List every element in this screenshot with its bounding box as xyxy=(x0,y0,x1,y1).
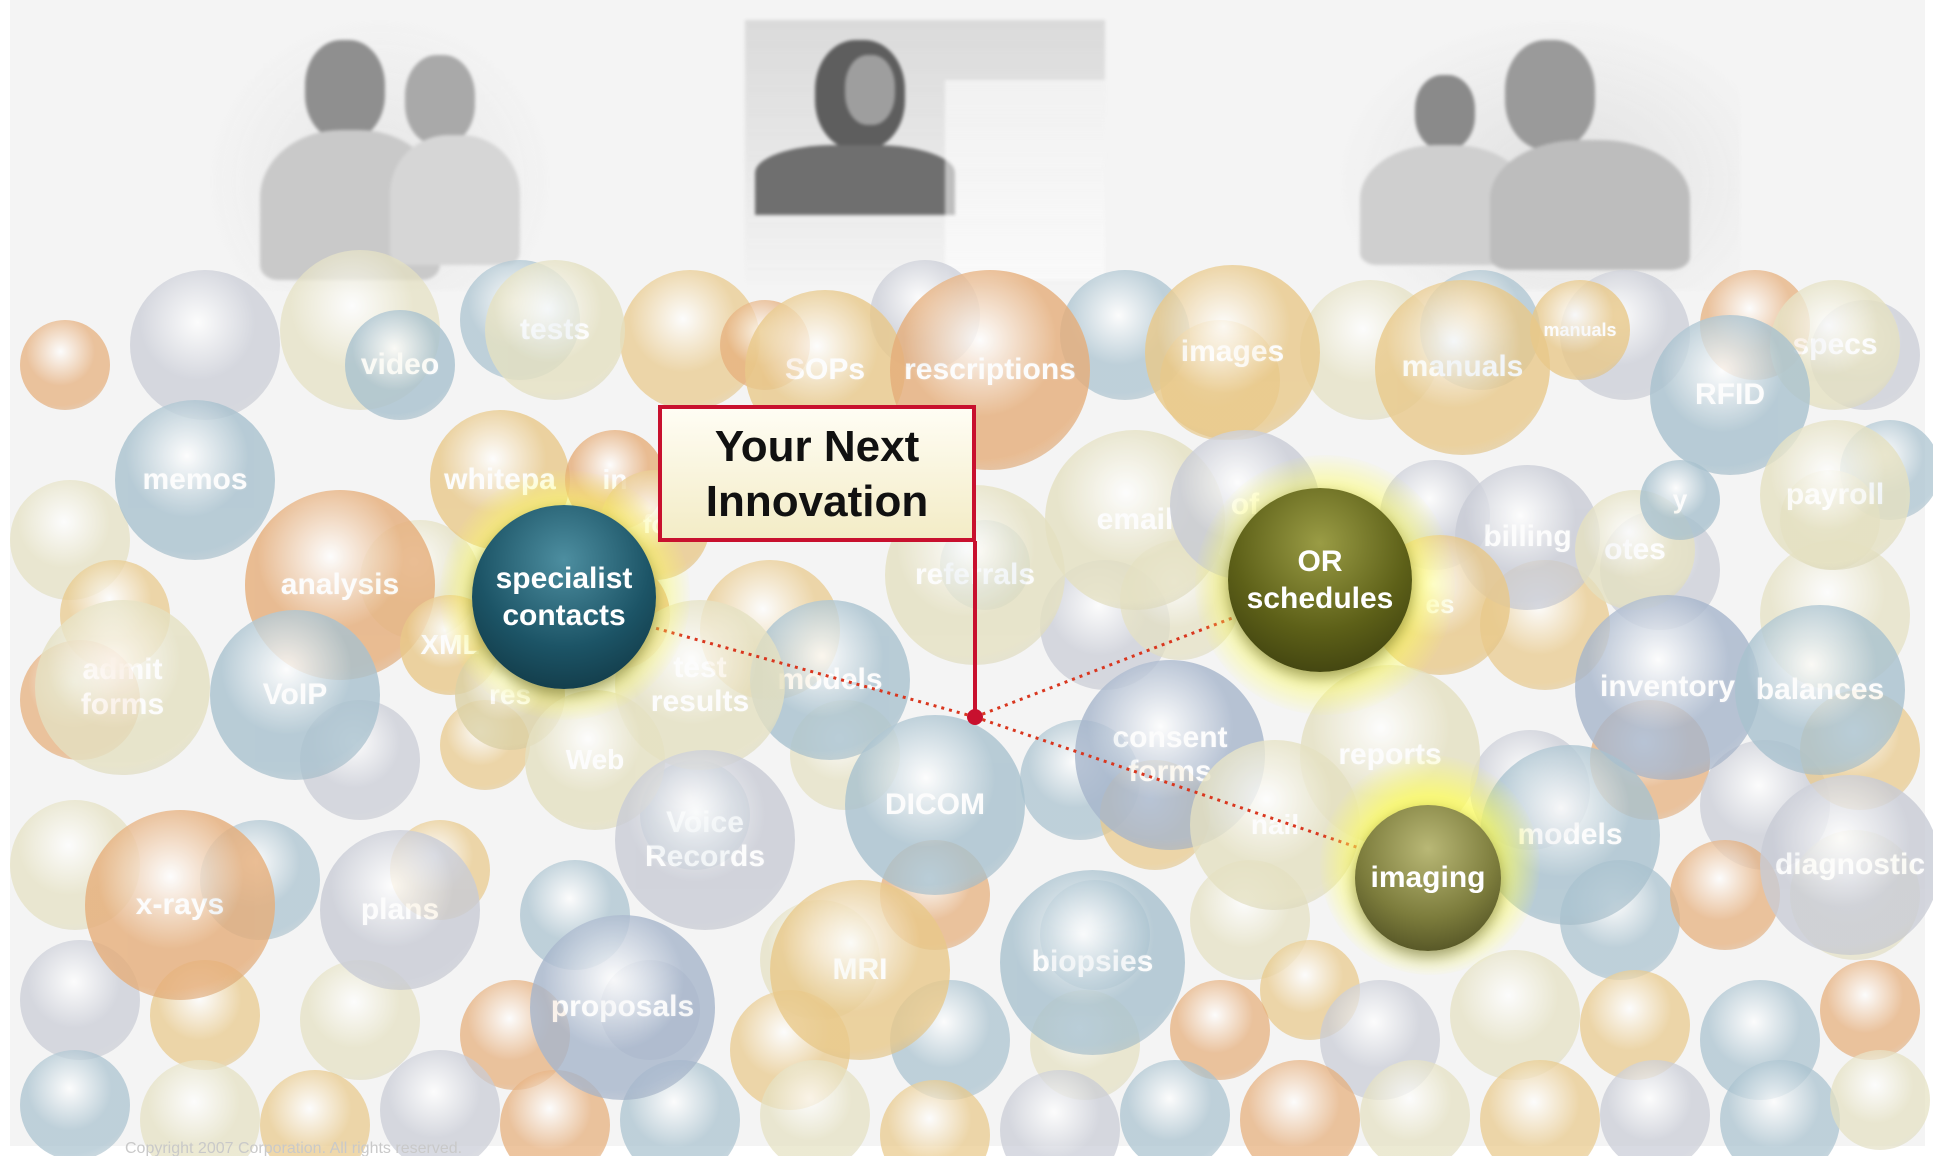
bubble-label: manuals xyxy=(1543,319,1617,340)
bubble-label: test results xyxy=(650,650,750,719)
bubble-labeled-1: tests xyxy=(485,260,625,400)
bubble-labeled-4: images xyxy=(1145,265,1320,440)
imaging-label: imaging xyxy=(1370,861,1486,895)
bubble-71 xyxy=(1240,1060,1360,1156)
bubble-61 xyxy=(20,1050,130,1156)
bubble-label: inventory xyxy=(1599,670,1736,704)
callout-title: Your Next Innovation xyxy=(705,421,929,526)
photo-center-woman xyxy=(745,20,1105,290)
bubble-labeled-9: memos xyxy=(115,400,275,560)
bubble-label: billing xyxy=(1483,520,1572,554)
bubble-label: MRI xyxy=(832,952,888,986)
bubble-67 xyxy=(760,1060,870,1156)
bubble-0 xyxy=(20,320,110,410)
bubble-70 xyxy=(1120,1060,1230,1156)
bubble-63 xyxy=(260,1070,370,1156)
or-schedules-label: OR schedules xyxy=(1246,544,1394,616)
connector-hub-dot xyxy=(967,709,983,725)
specialist-contacts-bubble[interactable]: specialist contacts xyxy=(472,505,656,689)
bubble-label: tests xyxy=(519,312,591,346)
bubble-labeled-39: MRI xyxy=(770,880,950,1060)
bubble-labeled-36: diagnostic xyxy=(1760,775,1933,955)
bubble-label: Web xyxy=(565,743,625,775)
bubble-label: biopsies xyxy=(1031,945,1154,979)
copyright-text: Copyright 2007 Corporation. All rights r… xyxy=(125,1140,463,1156)
bubble-labeled-5: manuals xyxy=(1375,280,1550,455)
specialist-contacts-label: specialist contacts xyxy=(495,561,633,633)
bubble-label: admit forms xyxy=(80,653,165,721)
bubble-label: diagnostic xyxy=(1774,847,1925,881)
bubble-labeled-0: video xyxy=(345,310,455,420)
photo-left-people xyxy=(210,20,550,290)
bubble-labeled-42: y xyxy=(1640,460,1720,540)
bubble-labeled-35: Voice Records xyxy=(615,750,795,930)
bubble-64 xyxy=(380,1050,500,1156)
bubble-1 xyxy=(130,270,280,420)
bubble-57 xyxy=(1450,950,1580,1080)
bubble-69 xyxy=(1000,1070,1120,1156)
bubble-label: memos xyxy=(142,462,248,496)
bubble-60 xyxy=(1820,960,1920,1060)
bubble-label: x-rays xyxy=(135,887,225,921)
imaging-bubble[interactable]: imaging xyxy=(1355,805,1501,951)
bubble-labeled-28: balances xyxy=(1735,605,1905,775)
your-next-innovation-callout: Your Next Innovation xyxy=(658,405,976,542)
bubble-73 xyxy=(1480,1060,1600,1156)
photo-right-men xyxy=(1340,20,1740,290)
bubble-label: rescriptions xyxy=(904,352,1076,386)
bubble-76 xyxy=(1830,1050,1930,1150)
bubble-labeled-24: admit forms xyxy=(35,600,210,775)
bubble-label: payroll xyxy=(1785,477,1885,511)
bubble-label: VoIP xyxy=(262,677,328,711)
bubble-label: consent forms xyxy=(1112,720,1228,789)
bubble-labeled-23: inventory xyxy=(1575,595,1760,780)
bubble-labeled-37: x-rays xyxy=(85,810,275,1000)
bubble-label: RFID xyxy=(1695,377,1765,411)
bubble-labeled-8: RFID xyxy=(1650,315,1810,475)
bubble-labeled-32: DICOM xyxy=(845,715,1025,895)
connector-specialist xyxy=(654,626,976,719)
bubble-label: balances xyxy=(1755,672,1885,706)
bubble-labeled-40: biopsies xyxy=(1000,870,1185,1055)
bubble-label: Voice Records xyxy=(644,805,766,874)
bubble-label: SOPs xyxy=(784,352,866,386)
connector-imaging xyxy=(974,715,1366,852)
bubble-label: nail xyxy=(1250,808,1300,840)
bubble-75 xyxy=(1720,1060,1840,1156)
bubble-label: video xyxy=(360,347,440,381)
bubble-72 xyxy=(1360,1060,1470,1156)
or-schedules-bubble[interactable]: OR schedules xyxy=(1228,488,1412,672)
bubble-labeled-41: proposals xyxy=(530,915,715,1100)
bubble-label: proposals xyxy=(550,990,695,1024)
bubble-label: otes xyxy=(1604,532,1666,566)
bubble-labeled-6: manuals xyxy=(1530,280,1630,380)
bubble-label: analysis xyxy=(280,567,400,601)
bubble-label: y xyxy=(1672,484,1688,515)
bubble-label: images xyxy=(1180,335,1285,369)
bubble-62 xyxy=(140,1060,260,1156)
bubble-labeled-14: payroll xyxy=(1760,420,1910,570)
bubble-label: email xyxy=(1096,502,1174,536)
bubble-label: specs xyxy=(1792,327,1878,361)
bubble-74 xyxy=(1600,1060,1710,1156)
bubble-label: DICOM xyxy=(885,787,985,821)
connector-or-schedules xyxy=(974,613,1241,719)
bubble-labeled-38: plans xyxy=(320,830,480,990)
bubble-labeled-25: VoIP xyxy=(210,610,380,780)
bubble-label: plans xyxy=(360,892,440,926)
bubble-label: manuals xyxy=(1401,350,1524,384)
